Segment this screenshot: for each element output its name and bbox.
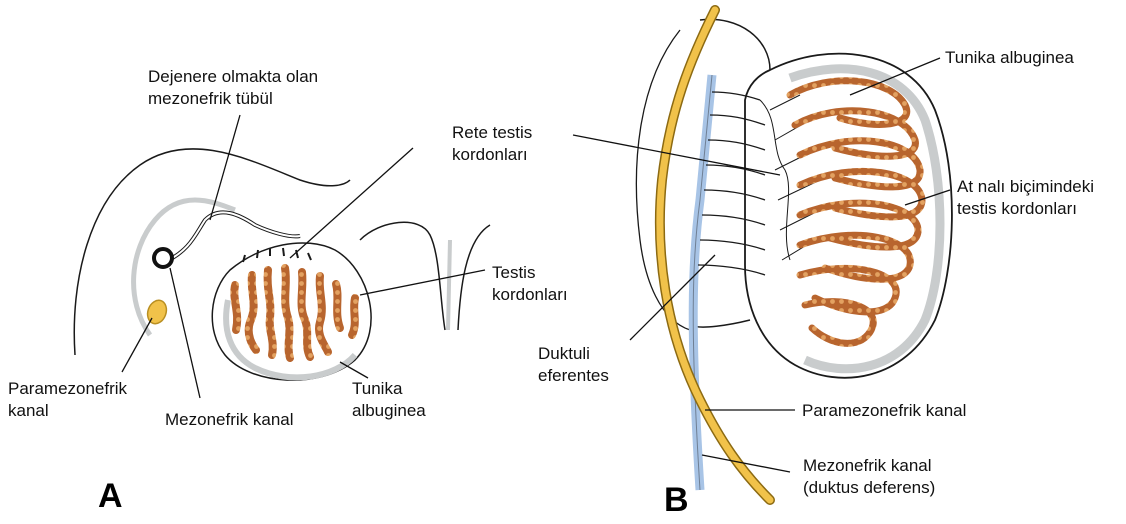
label-mesonephric-b: Mezonefrik kanal (duktus deferens) bbox=[803, 455, 935, 499]
label-testis-cords-a: Testis kordonları bbox=[492, 262, 568, 306]
label-rete-testis-line1: Rete testis bbox=[452, 122, 532, 144]
label-tunica-a-line2: albuginea bbox=[352, 400, 426, 422]
panel-b-drawing bbox=[573, 10, 952, 500]
panel-letter-a: A bbox=[98, 478, 123, 514]
label-paramesonephric-b-text: Paramezonefrik kanal bbox=[802, 401, 966, 420]
coelom-gray bbox=[448, 240, 450, 330]
label-tunica-albuginea-a: Tunika albuginea bbox=[352, 378, 426, 422]
label-paramesonephric-a-line2: kanal bbox=[8, 400, 127, 422]
label-rete-testis-cords: Rete testis kordonları bbox=[452, 122, 532, 166]
label-paramesonephric-b: Paramezonefrik kanal bbox=[802, 400, 966, 422]
panel-a-drawing bbox=[74, 115, 490, 398]
label-testis-cords-line1: Testis bbox=[492, 262, 568, 284]
label-horseshoe-cords: At nalı biçimindeki testis kordonları bbox=[957, 176, 1094, 220]
label-mesonephric-b-line2: (duktus deferens) bbox=[803, 477, 935, 499]
label-horseshoe-line1: At nalı biçimindeki bbox=[957, 176, 1094, 198]
label-degenerating-tubule-line2: mezonefrik tübül bbox=[148, 88, 318, 110]
label-paramesonephric-a: Paramezonefrik kanal bbox=[8, 378, 127, 422]
label-tunica-a-line1: Tunika bbox=[352, 378, 426, 400]
mesonephric-duct bbox=[154, 249, 172, 267]
label-testis-cords-line2: kordonları bbox=[492, 284, 568, 306]
label-ductuli-efferentes: Duktuli eferentes bbox=[538, 343, 609, 387]
label-degenerating-tubule: Dejenere olmakta olan mezonefrik tübül bbox=[148, 66, 318, 110]
label-rete-testis-line2: kordonları bbox=[452, 144, 532, 166]
coelom-outline bbox=[360, 222, 445, 330]
label-tunica-albuginea-b: Tunika albuginea bbox=[945, 47, 1074, 69]
label-ductuli-line1: Duktuli bbox=[538, 343, 609, 365]
label-mesonephric-a-text: Mezonefrik kanal bbox=[165, 410, 294, 429]
panel-letter-b: B bbox=[664, 482, 689, 518]
coelom-outline-2 bbox=[458, 225, 490, 330]
label-paramesonephric-a-line1: Paramezonefrik bbox=[8, 378, 127, 400]
label-mesonephric-b-line1: Mezonefrik kanal bbox=[803, 455, 935, 477]
label-mesonephric-a: Mezonefrik kanal bbox=[165, 409, 294, 431]
label-ductuli-line2: eferentes bbox=[538, 365, 609, 387]
label-degenerating-tubule-line1: Dejenere olmakta olan bbox=[148, 66, 318, 88]
paramesonephric-duct bbox=[144, 298, 169, 327]
label-tunica-b-text: Tunika albuginea bbox=[945, 48, 1074, 67]
label-horseshoe-line2: testis kordonları bbox=[957, 198, 1094, 220]
